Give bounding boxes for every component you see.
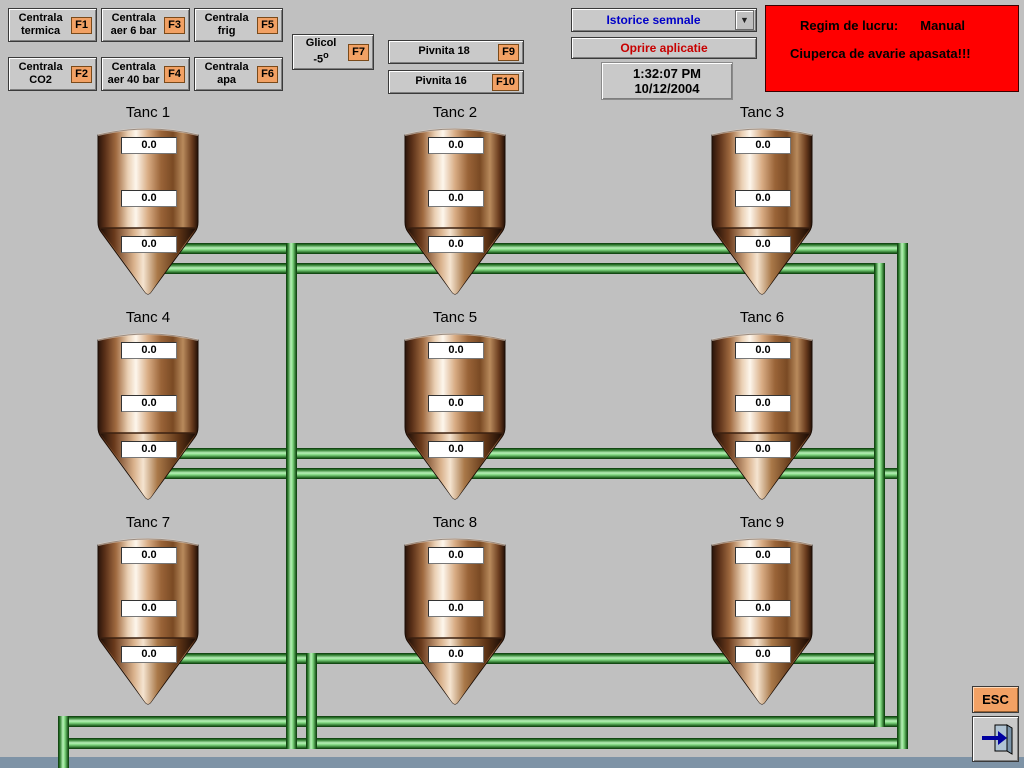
pipe-segment xyxy=(150,243,908,254)
fkey-badge: F1 xyxy=(71,16,92,34)
pipe-segment xyxy=(58,716,69,768)
pipe-segment xyxy=(150,468,908,479)
tank-level-display: 0.0 xyxy=(121,441,177,458)
chevron-down-icon: ▼ xyxy=(735,10,754,30)
tank-label: Tanc 9 xyxy=(739,514,785,531)
tank-9: Tanc 9 0.0 0.0 0.0 xyxy=(702,514,822,710)
fkey-badge: F3 xyxy=(164,16,185,34)
tank-level-display: 0.0 xyxy=(735,137,791,154)
fkey-badge: F5 xyxy=(257,16,278,34)
regim-de-lucru-line: Regim de lucru:Manual xyxy=(800,18,966,33)
tank-level-display: 0.0 xyxy=(428,137,484,154)
tank-level-display: 0.0 xyxy=(735,395,791,412)
tank-level-display: 0.0 xyxy=(121,137,177,154)
tank-label: Tanc 3 xyxy=(739,104,785,121)
pipe-segment xyxy=(150,448,885,459)
tank-2: Tanc 2 0.0 0.0 0.0 xyxy=(395,104,515,300)
pipe-segment xyxy=(58,716,908,727)
tank-1: Tanc 1 0.0 0.0 0.0 xyxy=(88,104,208,300)
pipe-segment xyxy=(286,243,297,749)
clock-date: 10/12/2004 xyxy=(634,81,700,96)
tank-4: Tanc 4 0.0 0.0 0.0 xyxy=(88,309,208,505)
regim-value: Manual xyxy=(920,18,966,33)
exit-door-icon xyxy=(981,724,1012,755)
tank-label: Tanc 6 xyxy=(739,309,785,326)
exit-button[interactable] xyxy=(972,716,1019,762)
tank-level-display: 0.0 xyxy=(735,600,791,617)
fkey-badge: F6 xyxy=(257,65,278,83)
tank-level-display: 0.0 xyxy=(428,547,484,564)
nav-button-pivnita-18[interactable]: Pivnita 18 F9 xyxy=(388,40,524,64)
tank-label: Tanc 2 xyxy=(432,104,478,121)
pipe-segment xyxy=(874,263,885,727)
tank-level-display: 0.0 xyxy=(735,342,791,359)
bottom-edge-strip xyxy=(0,757,1024,768)
esc-button[interactable]: ESC xyxy=(972,686,1019,713)
tank-label: Tanc 4 xyxy=(125,309,171,326)
tank-level-display: 0.0 xyxy=(428,600,484,617)
button-label: Pivnita 16 xyxy=(415,75,467,88)
alarm-panel: Regim de lucru:Manual Ciuperca de avarie… xyxy=(765,5,1019,92)
pipe-segment xyxy=(150,653,885,664)
tank-level-display: 0.0 xyxy=(121,236,177,253)
tank-7: Tanc 7 0.0 0.0 0.0 xyxy=(88,514,208,710)
fkey-badge: F7 xyxy=(348,43,369,61)
tank-level-display: 0.0 xyxy=(428,190,484,207)
tank-label: Tanc 1 xyxy=(125,104,171,121)
tank-level-display: 0.0 xyxy=(121,600,177,617)
tank-level-display: 0.0 xyxy=(428,342,484,359)
tank-level-display: 0.0 xyxy=(428,236,484,253)
button-label: Glicol -5o xyxy=(305,36,337,66)
tank-level-display: 0.0 xyxy=(428,395,484,412)
tank-label: Tanc 7 xyxy=(125,514,171,531)
tank-6: Tanc 6 0.0 0.0 0.0 xyxy=(702,309,822,505)
tank-3: Tanc 3 0.0 0.0 0.0 xyxy=(702,104,822,300)
pipe-segment xyxy=(150,263,885,274)
tank-label: Tanc 8 xyxy=(432,514,478,531)
pipe-segment xyxy=(897,243,908,749)
button-label: Pivnita 18 xyxy=(418,45,470,58)
tank-level-display: 0.0 xyxy=(735,547,791,564)
tank-level-display: 0.0 xyxy=(735,236,791,253)
tank-level-display: 0.0 xyxy=(121,395,177,412)
tank-level-display: 0.0 xyxy=(735,441,791,458)
clock-time: 1:32:07 PM xyxy=(633,66,701,81)
tank-level-display: 0.0 xyxy=(121,190,177,207)
fkey-badge: F4 xyxy=(164,65,185,83)
fkey-badge: F10 xyxy=(492,73,519,91)
pipe-segment xyxy=(58,738,907,749)
tank-level-display: 0.0 xyxy=(735,190,791,207)
tank-level-display: 0.0 xyxy=(735,646,791,663)
clock-panel: 1:32:07 PM 10/12/2004 xyxy=(601,62,733,100)
nav-button-glicol[interactable]: Glicol -5o F7 xyxy=(292,34,374,70)
nav-button-pivnita-16[interactable]: Pivnita 16 F10 xyxy=(388,70,524,94)
istorice-semnale-dropdown[interactable]: Istorice semnale ▼ xyxy=(571,8,757,32)
tank-level-display: 0.0 xyxy=(121,646,177,663)
alarm-message: Ciuperca de avarie apasata!!! xyxy=(790,46,971,61)
tank-8: Tanc 8 0.0 0.0 0.0 xyxy=(395,514,515,710)
fkey-badge: F9 xyxy=(498,43,519,61)
tank-5: Tanc 5 0.0 0.0 0.0 xyxy=(395,309,515,505)
tank-level-display: 0.0 xyxy=(121,342,177,359)
pipe-segment xyxy=(306,653,317,749)
dropdown-label: Istorice semnale xyxy=(606,13,701,27)
oprire-aplicatie-button[interactable]: Oprire aplicatie xyxy=(571,37,757,59)
fkey-badge: F2 xyxy=(71,65,92,83)
tank-level-display: 0.0 xyxy=(428,646,484,663)
tank-level-display: 0.0 xyxy=(428,441,484,458)
tank-level-display: 0.0 xyxy=(121,547,177,564)
tank-label: Tanc 5 xyxy=(432,309,478,326)
